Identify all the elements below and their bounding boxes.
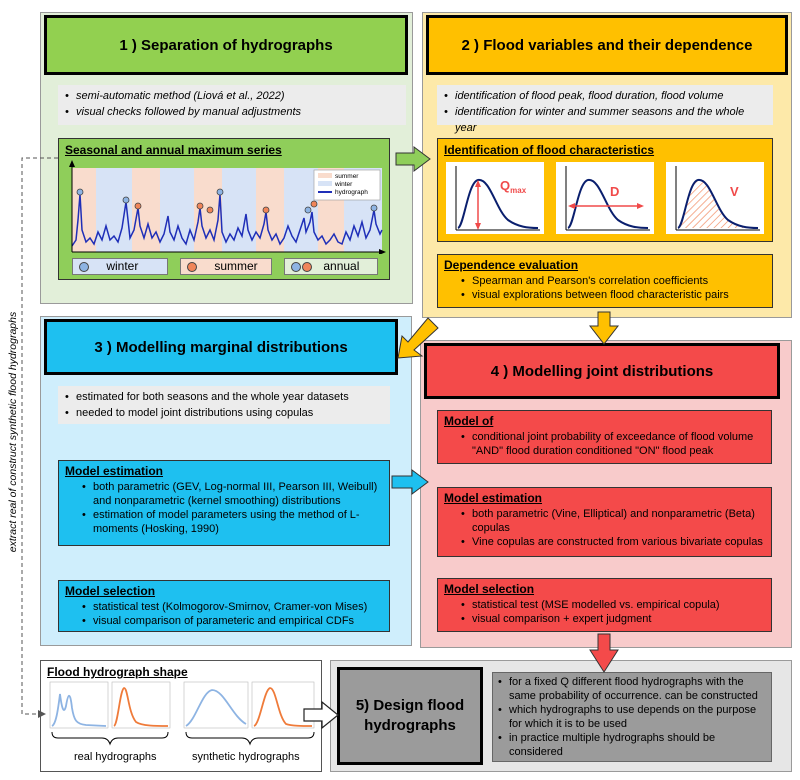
- joint-model-of-box: Model of conditional joint probability o…: [437, 410, 772, 464]
- joint-estimation-item: Vine copulas are constructed from variou…: [460, 535, 765, 549]
- hydrograph-shapes: real hydrographs synthetic hydrographs: [49, 681, 315, 763]
- marginal-estimation-item: estimation of model parameters using the…: [81, 508, 383, 536]
- marginal-selection-title: Model selection: [65, 584, 156, 598]
- design-note: for a fixed Q different flood hydrograph…: [497, 675, 765, 703]
- design-note: which hydrographs to use depends on the …: [497, 703, 765, 731]
- mini-legend-hydrograph: hydrograph: [335, 189, 368, 196]
- qmax-label: Qmax: [500, 178, 527, 195]
- real-hydrographs-label: real hydrographs: [74, 751, 157, 763]
- design-hydrograph-notes: for a fixed Q different flood hydrograph…: [492, 672, 772, 762]
- marginal-model-selection-box: Model selection statistical test (Kolmog…: [58, 580, 390, 632]
- section2-note: identification for winter and summer sea…: [443, 104, 767, 136]
- section2-notes: identification of flood peak, flood dura…: [437, 85, 773, 134]
- marginal-estimation-title: Model estimation: [65, 464, 164, 478]
- section2-title: 2 ) Flood variables and their dependence: [426, 15, 788, 75]
- joint-model-of-title: Model of: [444, 414, 494, 428]
- volume-diagram: V: [666, 162, 764, 234]
- marginal-estimation-item: both parametric (GEV, Log-normal III, Pe…: [81, 480, 383, 508]
- side-label: extract real of construct synthetic floo…: [7, 262, 21, 602]
- section1-notes: semi-automatic method (Liová et al., 202…: [58, 85, 406, 125]
- joint-model-estimation-box: Model estimation both parametric (Vine, …: [437, 487, 772, 557]
- flood-characteristics-diagrams: Qmax D V: [446, 162, 764, 234]
- maxima-markers: [76, 188, 378, 214]
- dependence-evaluation-title: Dependence evaluation: [444, 258, 579, 272]
- dependence-evaluation-box: Dependence evaluation Spearman and Pears…: [437, 254, 773, 308]
- mini-legend: summer winter hydrograph: [313, 169, 381, 201]
- mini-legend-summer: summer: [335, 173, 359, 180]
- legend-winter: winter: [72, 258, 168, 275]
- synthetic-hydrographs-label: synthetic hydrographs: [192, 751, 300, 763]
- volume-label: V: [730, 184, 739, 199]
- section4-title: 4 ) Modelling joint distributions: [424, 343, 780, 399]
- joint-model-selection-box: Model selection statistical test (MSE mo…: [437, 578, 772, 632]
- section5-title: 5) Design flood hydrographs: [337, 667, 483, 765]
- section3-notes: estimated for both seasons and the whole…: [58, 386, 390, 424]
- section3-note: needed to model joint distributions usin…: [64, 405, 384, 421]
- section3-title: 3 ) Modelling marginal distributions: [44, 319, 398, 375]
- joint-selection-item: statistical test (MSE modelled vs. empir…: [460, 598, 765, 612]
- flood-characteristics-title: Identification of flood characteristics: [444, 143, 655, 157]
- section2-note: identification of flood peak, flood dura…: [443, 88, 767, 104]
- season-bands: [72, 168, 382, 252]
- dependence-item: visual explorations between flood charac…: [460, 288, 766, 302]
- hydrograph-shape-title: Flood hydrograph shape: [47, 665, 188, 679]
- joint-estimation-title: Model estimation: [444, 491, 543, 505]
- legend-summer: summer: [180, 258, 272, 275]
- duration-label: D: [610, 184, 619, 199]
- marginal-selection-item: visual comparison of parameteric and emp…: [81, 614, 383, 628]
- marginal-selection-item: statistical test (Kolmogorov-Smirnov, Cr…: [81, 600, 383, 614]
- section1-note: semi-automatic method (Liová et al., 202…: [64, 88, 400, 104]
- legend-annual: annual: [284, 258, 378, 275]
- seasonal-maxima-title: Seasonal and annual maximum series: [65, 143, 282, 157]
- summer-dot-icon: [302, 261, 312, 272]
- section1-note: visual checks followed by manual adjustm…: [64, 104, 400, 120]
- design-note: in practice multiple hydrographs should …: [497, 731, 765, 759]
- hydrograph-line: [71, 193, 383, 247]
- hydrograph-series-plot: summer winter hydrograph: [69, 160, 386, 254]
- section1-title: 1 ) Separation of hydrographs: [44, 15, 408, 75]
- duration-diagram: D: [556, 162, 654, 234]
- dependence-item: Spearman and Pearson's correlation coeff…: [460, 274, 766, 288]
- joint-selection-title: Model selection: [444, 582, 535, 596]
- winter-dot-icon: [291, 261, 301, 272]
- marginal-model-estimation-box: Model estimation both parametric (GEV, L…: [58, 460, 390, 546]
- qmax-diagram: Qmax: [446, 162, 544, 234]
- winter-dot-icon: [79, 261, 89, 272]
- summer-dot-icon: [187, 261, 197, 272]
- section3-note: estimated for both seasons and the whole…: [64, 389, 384, 405]
- joint-model-of-item: conditional joint probability of exceeda…: [460, 430, 765, 458]
- joint-selection-item: visual comparison + expert judgment: [460, 612, 765, 626]
- joint-estimation-item: both parametric (Vine, Elliptical) and n…: [460, 507, 765, 535]
- mini-legend-winter: winter: [334, 181, 353, 188]
